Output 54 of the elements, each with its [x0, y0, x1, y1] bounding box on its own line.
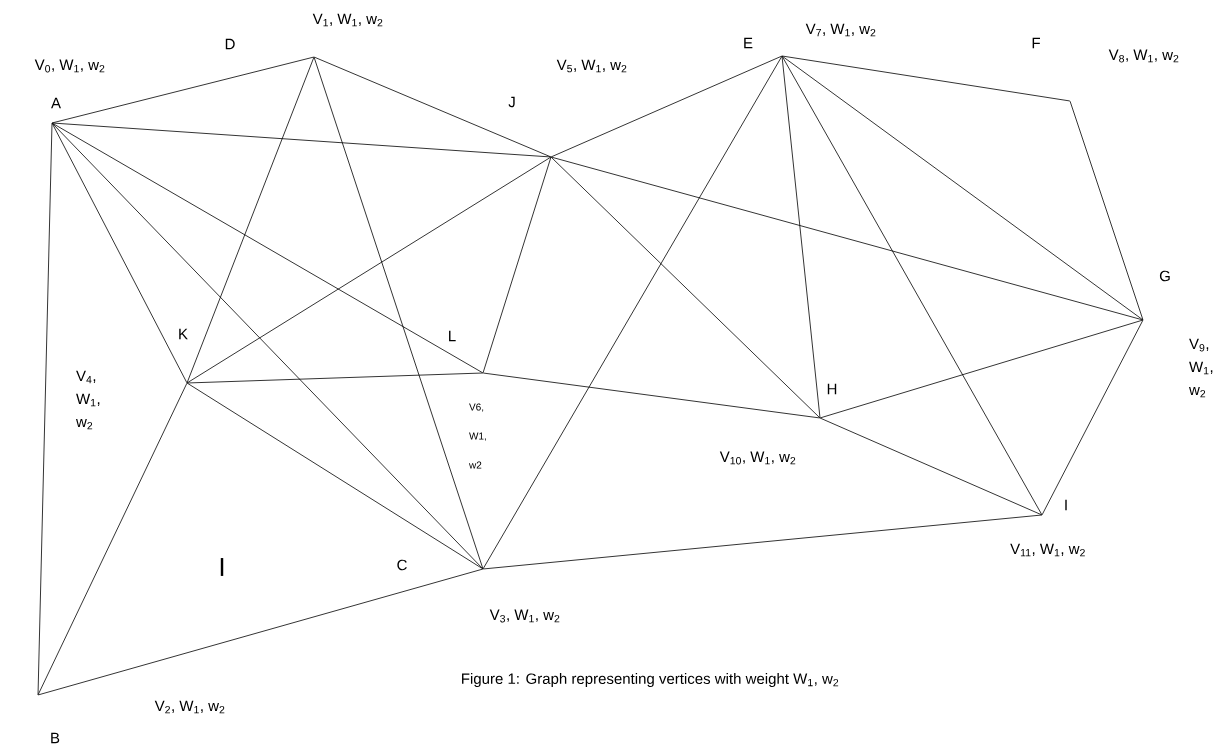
vertex-label: E — [744, 37, 753, 49]
graph-edge — [186, 372, 484, 384]
graph-edge — [482, 514, 1043, 570]
vertex-label: G — [1159, 270, 1170, 282]
weight-label: V$_{8}$, W$_{1}$, w$_{2}$ — [1108, 49, 1179, 63]
weight-label: V$_{5}$, W$_{1}$, w$_{2}$ — [556, 59, 627, 73]
graph-edge — [819, 417, 1043, 516]
graph-edge — [1069, 100, 1144, 321]
graph-edge — [313, 56, 484, 570]
vertex-label: L — [449, 330, 456, 342]
weight-label: V$_{7}$, W$_{1}$, w$_{2}$ — [805, 23, 876, 37]
vertex-label: H — [827, 383, 837, 395]
vertex-label: D — [225, 38, 235, 50]
graph-edge — [37, 382, 188, 696]
graph-edge — [819, 319, 1144, 419]
graph-edge — [781, 55, 821, 419]
graph-edge — [186, 156, 552, 384]
graph-edge — [550, 55, 783, 158]
graph-edge — [51, 122, 484, 374]
graph-edge — [781, 55, 1144, 321]
graph-edge — [37, 568, 484, 696]
caption: Figure 1: Graph representing vertices with weight W$_{1}$, w$_{2}$ — [462, 673, 839, 687]
weight-label: V$_{3}$, W$_{1}$, w$_{2}$ — [489, 609, 560, 623]
graph-edge — [186, 56, 315, 384]
graph-edge — [51, 122, 484, 570]
weight-label: V$_{2}$, W$_{1}$, w$_{2}$ — [154, 700, 225, 714]
graph-edge — [1041, 319, 1144, 516]
graph-edge — [51, 56, 315, 124]
graph-edge — [482, 55, 783, 570]
graph-edge — [550, 156, 821, 419]
graph-edge — [781, 55, 1043, 516]
graph-edge — [186, 382, 484, 570]
weight-label: V$_{1}$, W$_{1}$, w$_{2}$ — [312, 13, 383, 27]
graph-edge — [482, 156, 552, 374]
weight-label: V$_{11}$, W$_{1}$, w$_{2}$ — [1010, 543, 1085, 557]
vertex-label: K — [179, 328, 188, 340]
vertex-label: A — [51, 97, 61, 109]
graph-edge — [51, 122, 188, 384]
weight-label: V$_{4}$, W$_{1}$, w$_{2}$ — [76, 370, 100, 430]
graph-edge — [313, 56, 552, 158]
weight-label: V$_{10}$, W$_{1}$, w$_{2}$ — [719, 451, 796, 465]
graph-edge — [482, 372, 821, 419]
graph-edge — [550, 156, 1144, 321]
graph-edge — [37, 122, 53, 696]
weight-label: V$_{9}$, W$_{1}$, w$_{2}$ — [1189, 338, 1213, 398]
vertex-label: C — [397, 559, 407, 571]
graph-edge — [781, 55, 1071, 102]
vertex-label: F — [1032, 37, 1040, 49]
weight-label: V6, W1, w2 — [469, 403, 486, 469]
vertex-label: B — [51, 732, 60, 744]
vertex-label: I — [1065, 499, 1067, 511]
stray-letter: I — [220, 558, 224, 576]
weight-label: V$_{0}$, W$_{1}$, w$_{2}$ — [34, 59, 105, 73]
vertex-label: J — [508, 96, 515, 108]
